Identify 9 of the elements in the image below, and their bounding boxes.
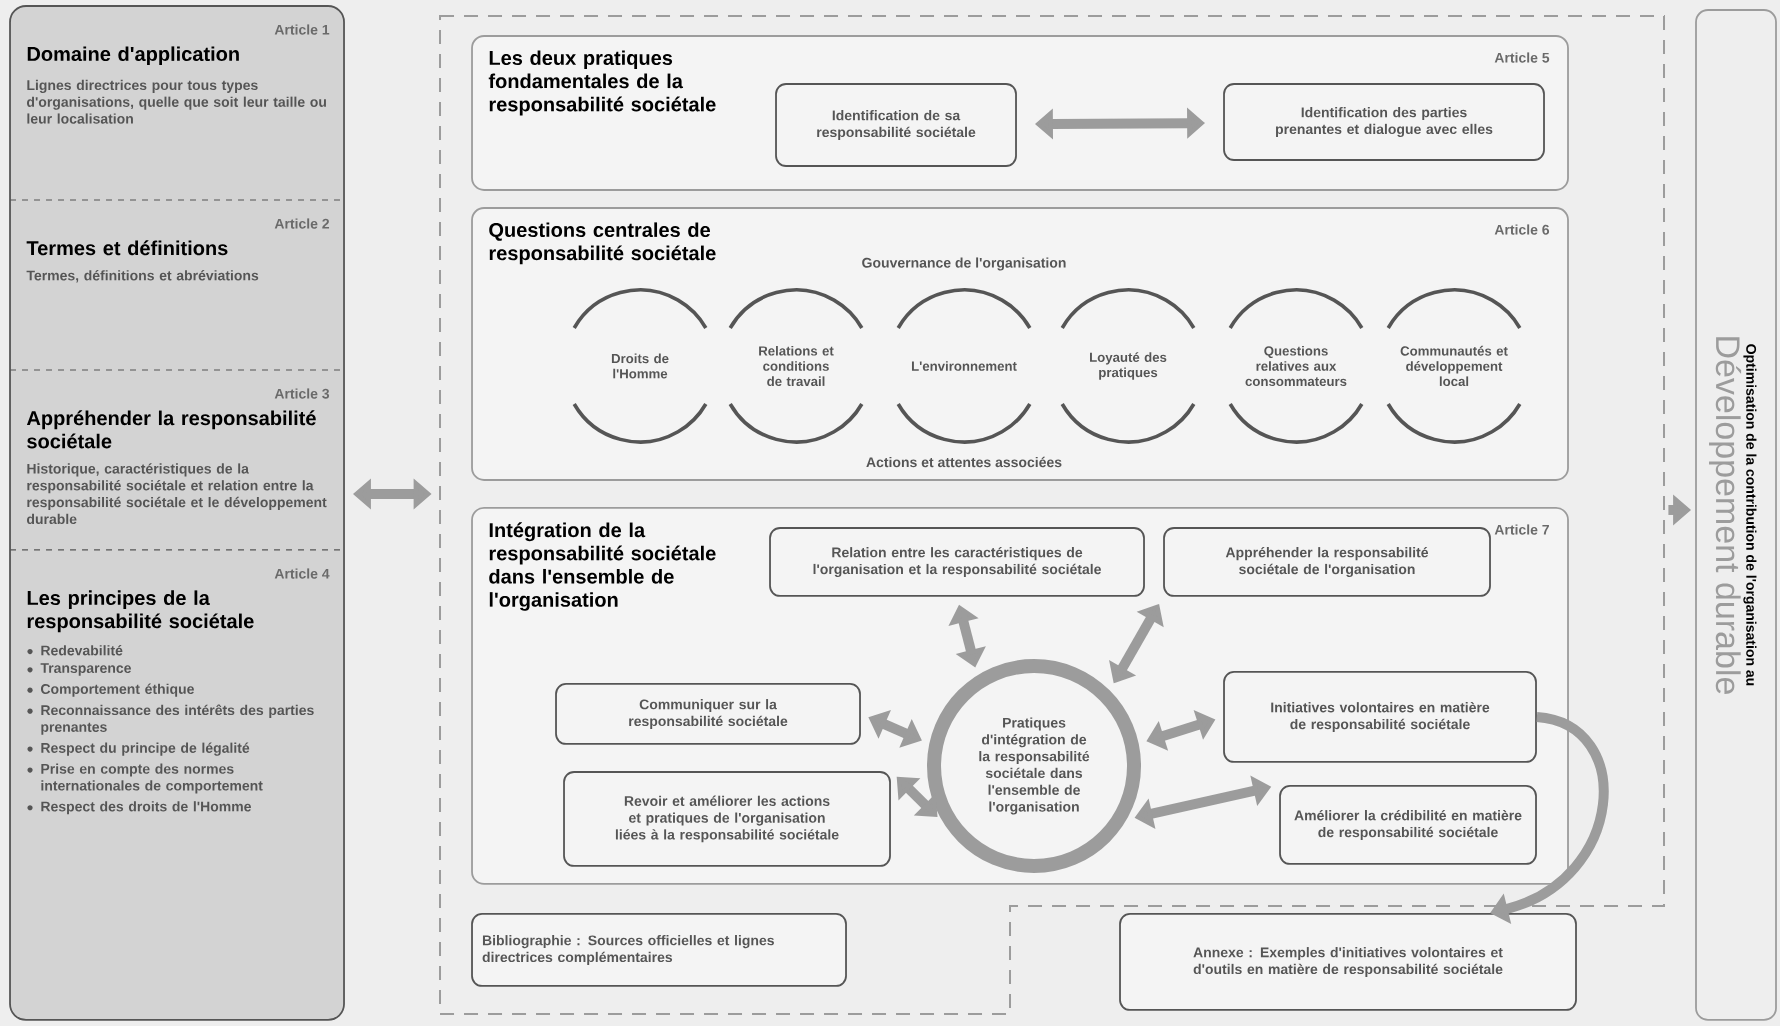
section-title: Intégration de la responsabilité sociétale dans l'ensemble de l'organisation: [489, 522, 716, 611]
section-title: Appréhender la responsabilité sociétale: [26, 410, 316, 449]
dashed-frame: [439, 15, 1665, 1015]
section-title: Domaine d'application: [27, 46, 239, 65]
section-title: Les principes de la responsabilité sociétale: [27, 590, 254, 633]
section-title: Les deux pratiques fondamentales de la responsabilité sociétale: [488, 50, 716, 116]
section-title: Termes et définitions: [26, 240, 228, 256]
section-title: Questions centrales de responsabilité sociétale: [489, 222, 716, 265]
double-arrow: [896, 776, 938, 817]
